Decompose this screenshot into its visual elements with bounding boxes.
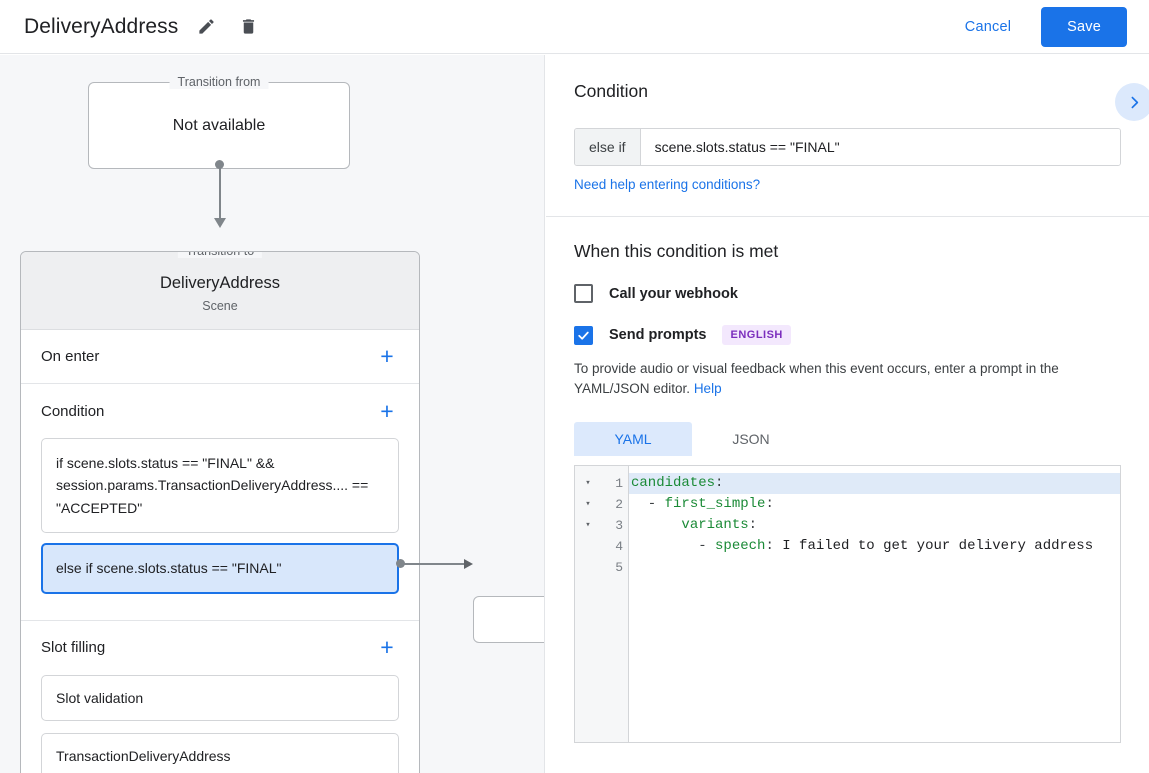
connector-line-horizontal [401,563,466,565]
chevron-right-icon [1131,96,1138,108]
delete-button[interactable] [234,13,262,41]
panel-condition-heading: Condition [574,81,648,101]
code-token [631,517,681,533]
code-token: speech [715,537,766,554]
editor-code-area[interactable]: candidates: - first_simple: variants: - … [629,466,1120,742]
section-slot-filling: Slot filling + Slot validation Transacti… [21,621,419,773]
add-condition-button[interactable]: + [380,397,394,424]
fold-triangle-icon[interactable]: ▾ [585,478,591,488]
section-slot-filling-title: Slot filling [41,639,106,657]
prompts-hint-text: To provide audio or visual feedback when… [574,361,1059,397]
code-token: I failed to get your delivery address [782,537,1094,554]
fold-triangle-icon[interactable]: ▾ [585,499,591,509]
page-title: DeliveryAddress [24,14,179,38]
section-condition-title: Condition [41,402,105,420]
webhook-checkbox-row[interactable]: Call your webhook [574,284,1121,303]
editor-gutter-row: 5 [575,557,628,578]
connector-source-dot [215,160,224,169]
condition-help-link[interactable]: Need help entering conditions? [574,177,761,192]
condition-item-selected[interactable]: else if scene.slots.status == "FINAL" [41,543,399,594]
add-slot-button[interactable]: + [380,634,394,661]
code-token: candidates [631,474,716,491]
code-token: - [631,537,716,554]
line-number: 5 [615,559,623,575]
expand-panel-button[interactable] [1115,83,1149,121]
editor-gutter-row: ▾3 [575,515,628,536]
fold-triangle-icon[interactable]: ▾ [585,520,591,530]
code-token: - [631,495,665,512]
send-prompts-row[interactable]: Send prompts ENGLISH [574,325,1121,345]
edit-pencil-button[interactable] [192,13,220,41]
section-slot-filling-header: Slot filling + [41,621,399,675]
save-button[interactable]: Save [1041,6,1127,47]
line-number: 1 [615,475,623,491]
editor-code-line[interactable]: variants: [629,515,1120,536]
line-number: 4 [615,538,623,554]
webhook-checkbox[interactable] [574,284,593,303]
code-token: : [715,474,724,491]
slot-item[interactable]: TransactionDeliveryAddress [41,732,399,773]
details-panel: Condition else if Need help entering con… [546,55,1149,773]
send-prompts-checkbox[interactable] [574,325,593,345]
section-on-enter: On enter + [21,330,419,384]
editor-gutter-row: 4 [575,536,628,557]
transition-to-card[interactable]: Transition to DeliveryAddress Scene On e… [20,251,420,773]
connector-line-vertical [219,165,221,222]
condition-output-dot [396,559,405,568]
code-token: first_simple [664,495,766,512]
condition-item[interactable]: if scene.slots.status == "FINAL" && sess… [41,438,399,534]
flow-canvas[interactable]: Transition from Not available Transition… [0,55,545,773]
tab-yaml[interactable]: YAML [574,421,692,456]
add-on-enter-button[interactable]: + [380,343,394,369]
check-icon [578,331,589,340]
section-on-enter-header: On enter + [41,330,399,383]
target-node-card[interactable] [473,596,544,643]
connector-arrowhead-down [214,218,226,228]
condition-expression-input[interactable] [640,129,1120,165]
language-badge: ENGLISH [722,325,791,345]
scene-type-label: Scene [202,299,238,313]
editor-code-line[interactable]: candidates: [629,472,1120,494]
editor-code-line[interactable] [629,557,1120,578]
line-number: 2 [615,496,623,512]
webhook-label: Call your webhook [609,285,738,302]
send-prompts-label: Send prompts [609,327,707,343]
panel-when-met-section: When this condition is met Call your web… [546,217,1149,765]
editor-gutter-row: ▾2 [575,494,628,515]
code-token: variants [681,516,749,533]
cancel-button[interactable]: Cancel [953,10,1023,44]
section-condition: Condition + if scene.slots.status == "FI… [21,384,419,621]
pencil-icon [199,19,214,34]
prompts-hint: To provide audio or visual feedback when… [574,359,1121,400]
code-token: : [765,537,783,554]
code-token: : [765,495,774,512]
transition-to-header: DeliveryAddress Scene [21,252,419,330]
top-app-bar: DeliveryAddress Cancel Save [0,0,1149,54]
editor-format-tabs: YAML JSON [574,421,1121,456]
tab-json[interactable]: JSON [732,430,770,447]
transition-to-legend: Transition to [177,252,263,258]
code-token: : [748,516,758,533]
trash-icon [242,19,254,34]
section-on-enter-title: On enter [41,348,100,365]
scene-name: DeliveryAddress [159,274,281,292]
transition-from-legend: Transition from [169,75,269,89]
editor-code-line[interactable]: - first_simple: [629,494,1120,515]
slot-validation-item[interactable]: Slot validation [41,674,399,721]
connector-arrowhead-right [464,559,473,569]
line-number: 3 [615,517,623,533]
transition-from-card[interactable]: Transition from Not available [88,75,350,169]
section-condition-header: Condition + [41,384,399,438]
panel-condition-section: Condition else if Need help entering con… [546,55,1149,217]
editor-code-line[interactable]: - speech: I failed to get your delivery … [629,536,1120,557]
editor-gutter-row: ▾1 [575,473,628,494]
transition-from-value: Not available [172,116,266,134]
condition-operator-label: else if [575,129,641,165]
prompts-help-link[interactable]: Help [693,381,722,397]
condition-expression-row: else if [574,128,1121,166]
when-met-heading: When this condition is met [574,241,779,261]
